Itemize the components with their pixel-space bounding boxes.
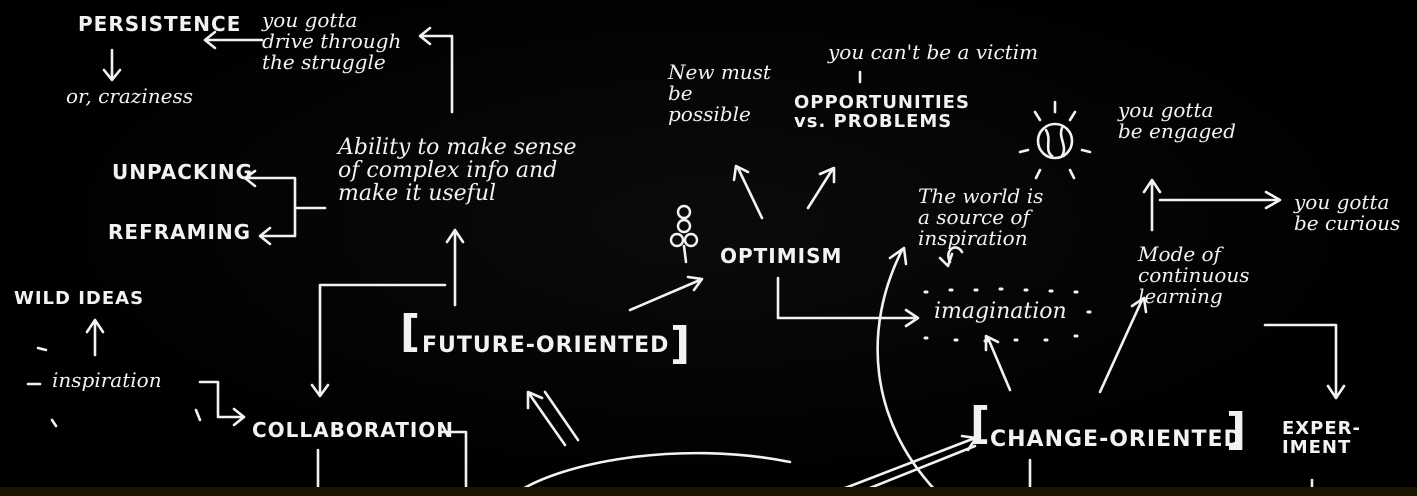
label-new-must: New must be possible [668,60,771,126]
label-future-oriented: FUTURE-ORIENTED [422,333,670,358]
label-drive-struggle: you gotta drive through the struggle [262,8,402,74]
label-inspiration: inspiration [52,368,162,392]
label-curious: you gotta be curious [1294,190,1401,235]
label-mode-learning: Mode of continuous learning [1138,242,1250,308]
label-ability: Ability to make sense of complex info an… [338,135,577,207]
label-experiment: EXPER- IMENT [1282,418,1361,458]
bracket-right-change: ] [1226,404,1247,455]
label-engaged: you gotta be engaged [1118,98,1236,143]
label-world-source: The world is a source of inspiration [918,184,1044,250]
label-victim: you can't be a victim [828,40,1039,64]
label-reframing: REFRAMING [108,220,252,244]
label-persistence: PERSISTENCE [78,12,242,36]
bottom-edge-strip [0,487,1417,496]
label-optimism: OPTIMISM [720,244,843,268]
label-craziness: or, craziness [66,84,193,108]
label-unpacking: UNPACKING [112,160,254,184]
label-change-oriented: CHANGE-ORIENTED [990,427,1243,452]
label-imagination: imagination [934,299,1067,324]
bracket-left-future: [ [400,306,421,357]
bracket-right-future: ] [670,318,691,369]
label-collaboration: COLLABORATION [252,418,455,442]
label-wild-ideas: WILD IDEAS [14,288,145,309]
bracket-left-change: [ [970,398,991,449]
label-opportunities: OPPORTUNITIES vs. PROBLEMS [794,92,970,132]
